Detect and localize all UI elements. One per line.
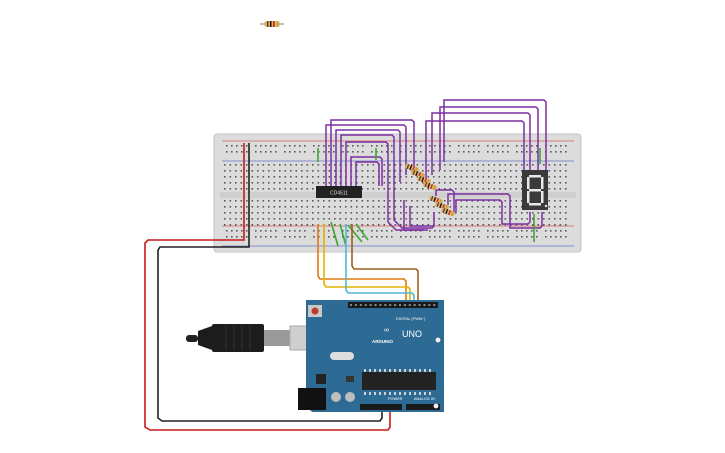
arduino-model: UNO xyxy=(402,329,422,339)
arduino-uno[interactable]: ∞ ARDUINO UNO DIGITAL (PWM~) POWER ANALO… xyxy=(298,300,444,412)
digital-header-holes xyxy=(350,304,436,306)
arduino-infinity-logo: ∞ xyxy=(384,327,389,334)
seven-segment-display[interactable] xyxy=(522,170,548,210)
analog-header[interactable] xyxy=(406,404,440,410)
segment-wires[interactable] xyxy=(325,99,547,231)
arduino-logo-text: ARDUINO xyxy=(372,339,393,344)
loose-resistor[interactable] xyxy=(260,21,284,27)
resistor[interactable] xyxy=(429,195,444,205)
power-header-label: POWER xyxy=(388,397,403,401)
digital-header-label: DIGITAL (PWM~) xyxy=(396,317,426,321)
usb-cable[interactable] xyxy=(186,324,321,352)
decoder-ic[interactable]: CD4511 xyxy=(316,186,362,198)
microcontroller-chip xyxy=(362,372,436,390)
segment-resistors[interactable] xyxy=(405,163,456,217)
resistor[interactable] xyxy=(417,175,432,185)
power-wires[interactable] xyxy=(144,143,391,431)
resistor[interactable] xyxy=(441,207,456,217)
digital-header[interactable] xyxy=(348,302,438,308)
power-jack[interactable] xyxy=(298,388,326,410)
ic-label: CD4511 xyxy=(330,191,348,197)
resistor[interactable] xyxy=(423,181,438,191)
data-wires[interactable] xyxy=(317,224,419,302)
power-header[interactable] xyxy=(360,404,402,410)
resistor[interactable] xyxy=(435,201,450,211)
ground-jumpers[interactable] xyxy=(317,148,541,247)
analog-header-label: ANALOG IN xyxy=(414,397,435,401)
display-segments xyxy=(527,175,548,208)
chip-pins xyxy=(364,369,431,395)
